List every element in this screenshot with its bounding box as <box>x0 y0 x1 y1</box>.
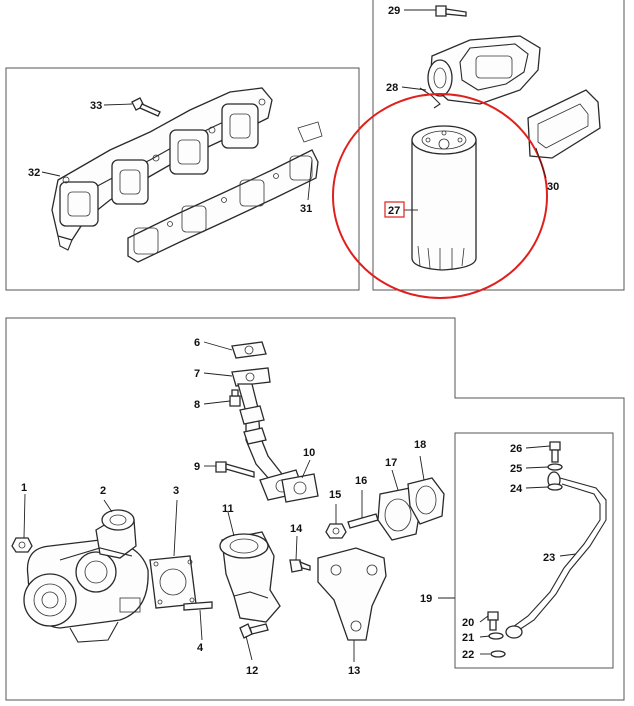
sealing-washer-22 <box>490 650 506 658</box>
highlight-circle <box>332 93 548 299</box>
callout-23: 23 <box>543 552 555 564</box>
housing-bolt <box>435 5 467 17</box>
turbo-bracket <box>317 547 387 641</box>
banjo-bolt-upper <box>549 441 561 463</box>
callout-7: 7 <box>194 368 200 380</box>
flange-nut <box>325 523 347 539</box>
callout-30: 30 <box>547 181 559 193</box>
callout-21: 21 <box>462 632 474 644</box>
sealing-washer-upper <box>547 463 563 471</box>
frame-exhaust-manifold <box>5 67 360 291</box>
turbo-stud <box>183 601 213 611</box>
callout-24: 24 <box>510 483 523 495</box>
callout-32: 32 <box>28 167 40 179</box>
flange-stud <box>347 513 379 529</box>
pipe-bolt-lower <box>215 461 255 478</box>
bracket-bolt <box>289 559 311 573</box>
callout-15: 15 <box>329 489 341 501</box>
turbo-nut <box>11 537 33 553</box>
callout-28: 28 <box>386 82 398 94</box>
callout-18: 18 <box>414 439 426 451</box>
leader-lines <box>23 9 577 662</box>
callout-13: 13 <box>348 665 360 677</box>
callout-6: 6 <box>194 337 200 349</box>
callout-14: 14 <box>290 523 303 535</box>
callout-4: 4 <box>197 642 204 654</box>
callout-26: 26 <box>510 443 522 455</box>
exhaust-flange-gasket <box>407 477 445 525</box>
callout-27: 27 <box>388 205 400 217</box>
callout-8: 8 <box>194 399 200 411</box>
callout-3: 3 <box>173 485 179 497</box>
callout-29: 29 <box>388 5 400 17</box>
pipe-bolt-upper <box>229 389 241 407</box>
callout-27-box <box>384 201 405 218</box>
exhaust-manifold <box>51 87 273 251</box>
oil-filter-housing <box>419 35 541 109</box>
callout-31: 31 <box>300 203 312 215</box>
callout-1: 1 <box>21 482 27 494</box>
turbo-elbow <box>219 531 281 623</box>
callout-20: 20 <box>462 617 474 629</box>
callout-33: 33 <box>90 100 102 112</box>
elbow-bolt <box>239 623 269 639</box>
oil-filter-housing-gasket <box>527 89 601 159</box>
oil-filter <box>411 125 477 271</box>
callout-10: 10 <box>303 447 315 459</box>
callout-labels: 29 28 30 27 33 32 31 6 7 8 9 10 1 2 3 4 … <box>21 5 559 677</box>
exhaust-manifold-gasket <box>127 121 323 263</box>
frame-oil-filter-housing <box>372 0 625 291</box>
sealing-washer-21 <box>488 632 504 640</box>
turbo-outlet-gasket <box>149 555 197 609</box>
callout-19: 19 <box>420 593 432 605</box>
banjo-bolt-lower <box>487 611 499 631</box>
callout-17: 17 <box>385 457 397 469</box>
frame-oil-feed-pipe <box>454 432 614 669</box>
manifold-bolt <box>131 97 161 117</box>
callout-16: 16 <box>355 475 367 487</box>
oil-return-pipe <box>231 341 305 501</box>
callout-2: 2 <box>100 485 106 497</box>
callout-22: 22 <box>462 649 474 661</box>
callout-11: 11 <box>222 503 234 515</box>
callout-9: 9 <box>194 461 200 473</box>
callout-12: 12 <box>246 665 258 677</box>
oil-feed-pipe <box>505 471 607 639</box>
callout-25: 25 <box>510 463 522 475</box>
sealing-washer-lower <box>547 483 563 491</box>
turbocharger <box>23 509 149 643</box>
frame-turbocharger <box>5 317 625 701</box>
